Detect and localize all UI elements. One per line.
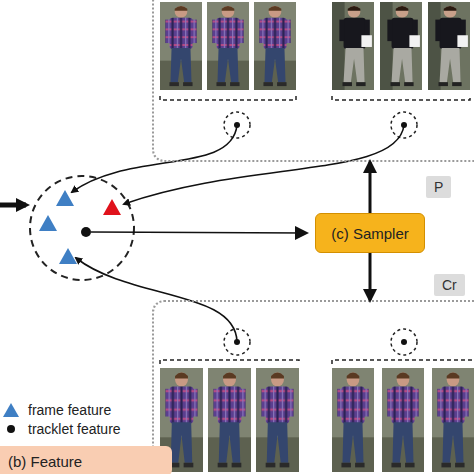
- legend-text: tracklet feature: [28, 421, 121, 437]
- node-label: (b) Feature: [8, 453, 82, 470]
- node-label: (c) Sampler: [331, 225, 409, 242]
- input-arrow: [0, 203, 26, 208]
- legend-sample: [2, 402, 20, 418]
- panel-tag: P: [426, 176, 451, 198]
- panel-tag: Cr: [434, 274, 465, 296]
- legend-row: tracklet feature: [2, 421, 121, 437]
- sampler-arrow: [369, 162, 372, 213]
- legend-sample: [2, 421, 20, 437]
- tracklet-feature: [81, 227, 91, 237]
- negative-panel: Cr: [152, 300, 474, 474]
- sampler-arrow: [369, 253, 372, 300]
- frame-feature: [39, 190, 77, 264]
- feature-box: (b) Feature: [0, 446, 172, 474]
- group-bracket: [160, 96, 474, 364]
- selected-feature: [103, 199, 121, 215]
- person-images: [160, 368, 474, 472]
- legend-text: frame feature: [28, 402, 111, 418]
- person-images: [160, 2, 470, 90]
- sampler-box: (c) Sampler: [315, 213, 425, 253]
- legend-row: frame feature: [2, 402, 111, 418]
- flow-arrow: [91, 232, 305, 233]
- feature-space: [30, 176, 134, 280]
- positive-panel: P: [152, 0, 474, 162]
